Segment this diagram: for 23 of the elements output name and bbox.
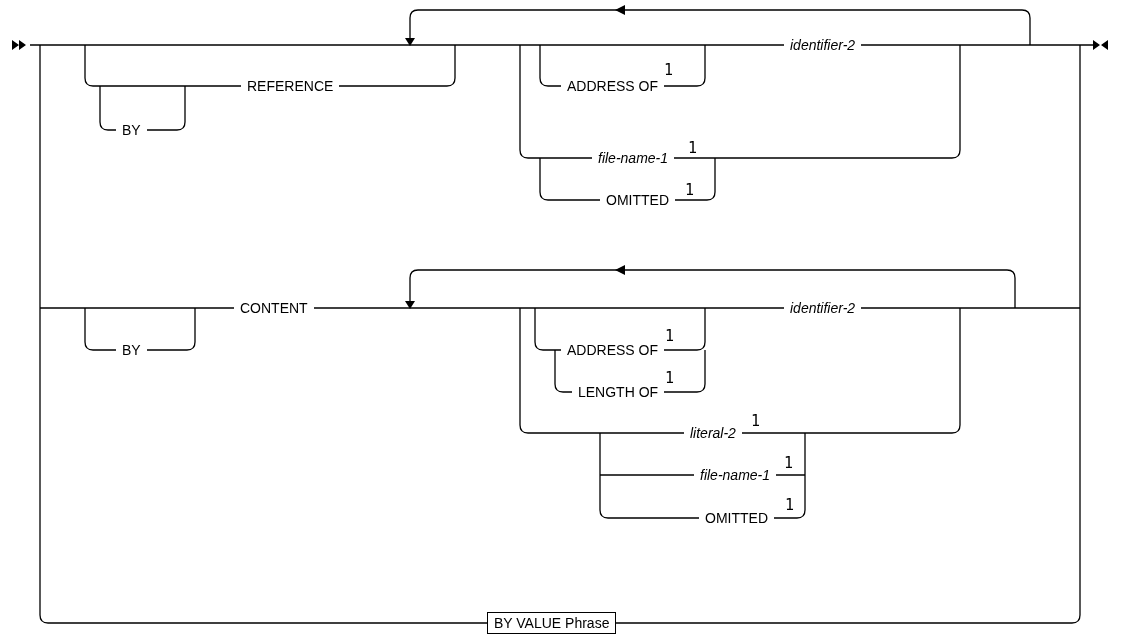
syntax-variable: file-name-1: [694, 467, 777, 483]
footnote-marker: 1: [665, 328, 675, 344]
syntax-keyword: BY: [116, 122, 147, 138]
syntax-variable: identifier-2: [784, 37, 862, 53]
syntax-keyword: ADDRESS OF: [561, 78, 664, 94]
footnote-marker: 1: [785, 497, 795, 513]
syntax-variable: identifier-2: [784, 300, 862, 316]
syntax-keyword: BY: [116, 342, 147, 358]
syntax-keyword: LENGTH OF: [572, 384, 665, 400]
syntax-variable: file-name-1: [592, 150, 675, 166]
syntax-keyword: ADDRESS OF: [561, 342, 664, 358]
phrase-reference-box: BY VALUE Phrase: [487, 612, 617, 634]
footnote-marker: 1: [664, 62, 674, 78]
footnote-marker: 1: [784, 455, 794, 471]
syntax-keyword: REFERENCE: [241, 78, 340, 94]
syntax-variable: literal-2: [684, 425, 742, 441]
syntax-keyword: CONTENT: [234, 300, 314, 316]
footnote-marker: 1: [665, 370, 675, 386]
syntax-keyword: OMITTED: [699, 510, 774, 526]
footnote-marker: 1: [688, 140, 698, 156]
footnote-marker: 1: [685, 182, 695, 198]
syntax-keyword: OMITTED: [600, 192, 675, 208]
footnote-marker: 1: [751, 413, 761, 429]
